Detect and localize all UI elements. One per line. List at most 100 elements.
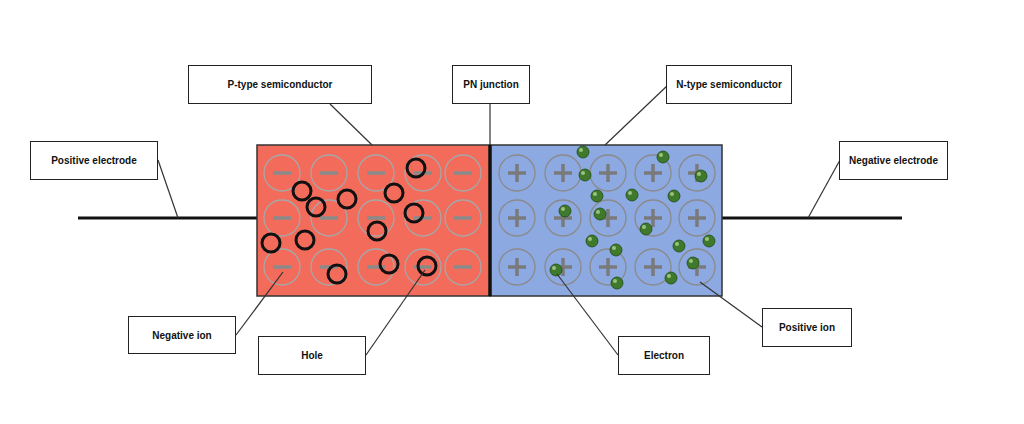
electron-shine [596,210,600,214]
negative-ion [405,249,441,285]
hole-label: Hole [258,336,366,375]
leader-line [489,104,490,145]
plus-sign [515,209,519,227]
plus-sign [561,164,565,182]
electron-shine [612,246,616,250]
electron [577,146,589,158]
plus-sign [651,209,655,227]
electron [611,277,623,289]
electron-shine [659,153,663,157]
electron-shine [561,207,565,211]
positive-ion [499,200,535,236]
electron-shine [670,192,674,196]
leader-line [366,270,425,355]
positive-wire [78,217,258,220]
n-type-label: N-type semiconductor [666,65,792,104]
negative-ion [405,155,441,191]
negative-ion [264,200,300,236]
negative-ion [311,249,347,285]
electron [594,208,606,220]
negative-ion [445,155,481,191]
hole [338,190,356,208]
minus-sign [367,171,385,175]
positive-ion [590,155,626,191]
hole [307,198,325,216]
holes [262,159,436,283]
minus-sign [273,265,291,269]
label-text: Positive ion [773,322,841,333]
electron-shine [552,266,556,270]
negative-wire [721,217,902,220]
negative-ion [358,200,394,236]
electron-shine [613,279,617,283]
negative-ion [445,200,481,236]
hole [328,265,346,283]
positive-ion [545,249,581,285]
plus-sign [606,209,610,227]
electron [579,169,591,181]
electron [673,240,685,252]
leader-line [236,272,283,335]
plus-sign [515,258,519,276]
electron-shine [642,225,646,229]
label-text: N-type semiconductor [670,79,788,90]
positive-ion [545,200,581,236]
label-text: P-type semiconductor [221,79,338,90]
minus-sign [273,216,291,220]
electron [550,264,562,276]
label-text: Negative electrode [843,155,944,166]
minus-sign [454,265,472,269]
electron [610,244,622,256]
negative-electrode-label: Negative electrode [839,141,948,180]
plus-sign [561,258,565,276]
hole [293,182,311,200]
positive-ion [499,155,535,191]
plus-sign [515,164,519,182]
plus-sign [651,258,655,276]
negative-ion [405,200,441,236]
hole [296,231,314,249]
electron-shine [593,192,597,196]
junction-line [488,145,492,296]
electron [586,235,598,247]
label-text: Positive electrode [45,155,143,166]
hole [385,184,403,202]
hole [368,222,386,240]
electron-shine [581,171,585,175]
positive-ion [499,249,535,285]
electron [695,170,707,182]
positive-ion [679,249,715,285]
electron-shine [667,274,671,278]
hole [418,257,436,275]
hole [407,159,425,177]
positive-ion [635,200,671,236]
electron-shine [689,259,693,263]
electron [626,189,638,201]
negative-ion-label: Negative ion [128,316,236,354]
plus-sign [606,258,610,276]
electron-label: Electron [618,336,710,375]
electron [657,151,669,163]
leader-line [557,274,618,355]
positive-ion [679,200,715,236]
electron [687,257,699,269]
leader-line [605,85,668,145]
hole [262,234,280,252]
label-text: Electron [638,350,690,361]
electron-shine [588,237,592,241]
positive-electrode-label: Positive electrode [30,141,158,180]
positive-ion [679,155,715,191]
minus-sign [273,171,291,175]
plus-sign [695,209,699,227]
p-region [257,145,490,296]
leader-line [330,104,372,145]
positive-ion [545,155,581,191]
leader-line [158,160,178,218]
n-region [490,145,722,296]
electron [668,190,680,202]
hole [405,204,423,222]
minus-sign [454,171,472,175]
minus-sign [320,216,338,220]
label-text: Hole [295,350,329,361]
